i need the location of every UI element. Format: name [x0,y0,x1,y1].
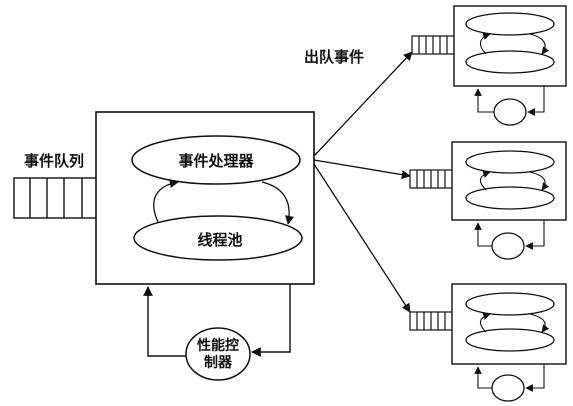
control-arrow [143,286,186,357]
outgoing-events-label: 出队事件 [304,48,364,66]
performance-controller-ellipse [185,327,251,381]
event-handler-label: 事件处理器 [178,152,254,170]
downstream-pool-ellipse-3 [465,328,555,352]
downstream-stage-1 [411,5,567,126]
downstream-controller-ellipse-1 [493,98,527,126]
downstream-controller-ellipse-3 [491,374,525,402]
thread-pool-label: 线程池 [197,231,242,249]
downstream-queue-3 [409,311,455,331]
downstream-handler-ellipse-2 [465,150,555,174]
downstream-stage-3 [409,283,567,402]
pool-to-handler-arrow [153,178,179,223]
event-queue-label: 事件队列 [24,152,84,170]
downstream-handler-ellipse-1 [465,12,555,36]
performance-controller-label-line2: 制器 [204,354,233,371]
downstream-stage-2 [409,141,567,260]
downstream-queue-1 [411,35,457,55]
downstream-pool-ellipse-1 [465,50,555,74]
outgoing-arrow-middle [313,159,411,180]
downstream-pool-ellipse-2 [465,186,555,210]
outgoing-arrow-bottom [313,163,411,313]
event-handler-ellipse [131,135,301,185]
thread-pool-ellipse [133,215,303,261]
performance-controller-label-line1: 性能控 [197,337,239,354]
downstream-controller-ellipse-2 [491,232,525,260]
outgoing-arrow-top [313,51,413,157]
monitor-arrow [251,284,291,357]
handler-to-pool-arrow [261,181,295,225]
downstream-queue-2 [409,169,455,189]
downstream-handler-ellipse-3 [465,292,555,316]
